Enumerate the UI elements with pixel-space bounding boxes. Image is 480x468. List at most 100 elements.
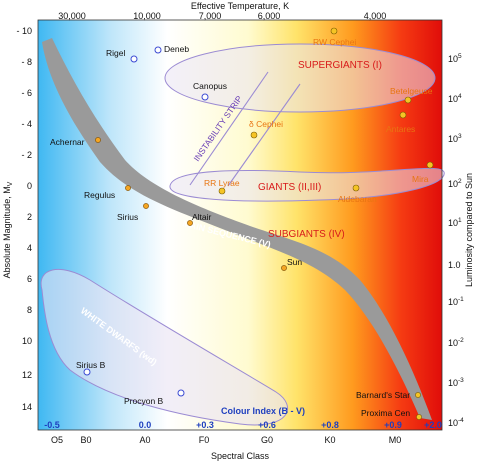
- star-regulus-dot: [125, 185, 131, 191]
- plot-frame: [37, 19, 443, 431]
- bottom-tick-a0: A0: [139, 435, 150, 445]
- star-rr-lyrae-label: RR Lyrae: [204, 178, 240, 188]
- star-sun: Sun: [281, 257, 302, 271]
- star-sirius-label: Sirius: [117, 212, 138, 222]
- star-deneb-dot: [154, 46, 162, 54]
- ci-value-5: +0.8: [321, 420, 339, 430]
- left-tick-8: 4: [27, 243, 32, 253]
- subgiants-label: SUBGIANTS (IV): [268, 229, 345, 240]
- star-altair: Altair: [187, 212, 212, 226]
- right-tick-8: 10-2: [448, 337, 464, 348]
- star-sirius: Sirius: [117, 203, 149, 222]
- star-canopus-label: Canopus: [193, 81, 227, 91]
- right-tick-6: 1.0: [448, 260, 461, 270]
- ci-value-3: +0.3: [196, 420, 214, 430]
- white-dwarf-region: [40, 268, 289, 426]
- star-rw-cephei-label: RW Cephei: [313, 37, 356, 47]
- supergiant-region: [164, 43, 436, 113]
- right-tick-2: 104: [448, 93, 462, 104]
- bottom-tick-o5: O5: [51, 435, 63, 445]
- star-proxima-cen-dot: [416, 414, 422, 420]
- star-achernar-label: Achernar: [50, 137, 85, 147]
- right-axis-title: Luminosity compared to Sun: [464, 173, 474, 287]
- giants-label: GIANTS (II,III): [258, 182, 321, 193]
- star-betelgeuse: Betelgeuse: [390, 86, 433, 104]
- star-sirius-dot: [143, 203, 149, 209]
- instability-strip-left: [189, 71, 269, 186]
- star-rw-cephei: RW Cephei: [313, 27, 356, 47]
- star-antares-label: Antares: [386, 124, 415, 134]
- star-procyon-b-dot: [177, 389, 185, 397]
- ci-value-6: +0.9: [384, 420, 402, 430]
- star-mira-dot: [426, 161, 434, 169]
- star-aldebaran-label: Aldebaran: [338, 194, 377, 204]
- left-tick-12: 12: [22, 370, 32, 380]
- left-tick-1: - 10: [16, 26, 32, 36]
- star-sun-dot: [281, 265, 287, 271]
- star-betelgeuse-dot: [404, 96, 412, 104]
- star-achernar-dot: [95, 137, 101, 143]
- star-proxima-cen-label: Proxima Cen: [361, 408, 410, 418]
- main-sequence-band: [42, 38, 432, 420]
- star-sun-label: Sun: [287, 257, 302, 267]
- top-tick-4: 6,000: [258, 11, 281, 21]
- star-rigel-dot: [130, 55, 138, 63]
- star-canopus: Canopus: [193, 81, 227, 101]
- colour-index-title: Colour Index (B - V): [221, 406, 305, 416]
- bottom-tick-f0: F0: [199, 435, 210, 445]
- star-deneb: Deneb: [154, 44, 189, 54]
- bottom-tick-b0: B0: [80, 435, 91, 445]
- star-rw-cephei-dot: [330, 27, 338, 35]
- left-tick-2: - 8: [21, 57, 32, 67]
- right-tick-4: 102: [448, 178, 462, 189]
- right-tick-1: 105: [448, 53, 462, 64]
- star-procyon-b: Procyon B: [124, 389, 185, 406]
- star-barnards-star: Barnard's Star: [356, 390, 421, 400]
- star-deneb-label: Deneb: [164, 44, 189, 54]
- star-delta-cephei: δ Cephei: [249, 119, 283, 139]
- top-tick-2: 10,000: [133, 11, 161, 21]
- ci-value-2: 0.0: [139, 420, 152, 430]
- star-antares: Antares: [386, 111, 415, 134]
- left-tick-7: 2: [27, 212, 32, 222]
- star-rigel: Rigel: [106, 48, 138, 63]
- supergiants-label: SUPERGIANTS (I): [298, 60, 382, 71]
- ci-value-7: +2.0: [424, 420, 442, 430]
- star-achernar: Achernar: [50, 137, 101, 147]
- star-altair-dot: [187, 220, 193, 226]
- ci-value-4: +0.6: [258, 420, 276, 430]
- star-regulus: Regulus: [84, 185, 131, 200]
- bottom-axis-title: Spectral Class: [211, 451, 270, 461]
- star-proxima-cen: Proxima Cen: [361, 408, 422, 420]
- star-sirius-b: Sirius B: [76, 360, 106, 376]
- star-mira-label: Mira: [412, 174, 429, 184]
- star-rr-lyrae: RR Lyrae: [204, 178, 240, 195]
- left-tick-5: - 2: [21, 150, 32, 160]
- left-tick-10: 8: [27, 305, 32, 315]
- star-antares-dot: [399, 111, 407, 119]
- star-aldebaran-dot: [352, 184, 360, 192]
- star-delta-cephei-dot: [250, 131, 258, 139]
- left-tick-4: - 4: [21, 119, 32, 129]
- left-tick-3: - 6: [21, 88, 32, 98]
- star-rr-lyrae-dot: [218, 187, 226, 195]
- top-tick-3: 7,000: [199, 11, 222, 21]
- right-tick-3: 103: [448, 133, 462, 144]
- star-delta-cephei-label: δ Cephei: [249, 119, 283, 129]
- right-tick-10: 10-4: [448, 417, 464, 428]
- left-tick-6: 0: [27, 181, 32, 191]
- bottom-tick-m0: M0: [389, 435, 402, 445]
- star-aldebaran: Aldebaran: [338, 184, 377, 204]
- star-barnards-star-dot: [415, 392, 421, 398]
- star-rigel-label: Rigel: [106, 48, 125, 58]
- star-mira: Mira: [412, 161, 434, 184]
- top-tick-5: 4,000: [364, 11, 387, 21]
- bottom-tick-g0: G0: [261, 435, 273, 445]
- star-procyon-b-label: Procyon B: [124, 396, 164, 406]
- star-altair-label: Altair: [192, 212, 212, 222]
- top-axis-title: Effective Temperature, K: [191, 1, 289, 11]
- left-tick-13: 14: [22, 402, 32, 412]
- ci-value-1: -0.5: [44, 420, 60, 430]
- right-tick-5: 101: [448, 217, 462, 228]
